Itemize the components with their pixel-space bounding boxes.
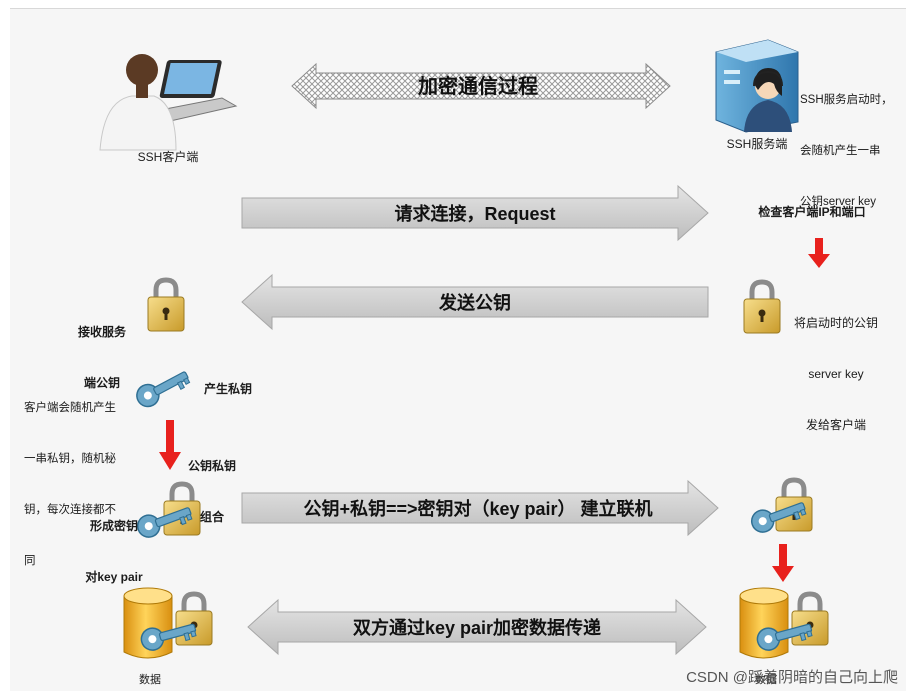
red-arrow-combine — [159, 420, 181, 470]
combine-keys-line: 公钥私钥 — [187, 459, 236, 473]
server-send-key-line: server key — [808, 367, 864, 381]
server-send-key-line: 发给客户端 — [805, 418, 866, 432]
watermark: CSDN @踩着阴暗的自己向上爬 — [686, 669, 898, 686]
client-user-icon — [99, 54, 238, 151]
client-keypair-note: 形成密钥 对key pair — [80, 484, 148, 603]
private-key-icon — [132, 364, 193, 412]
client-label: SSH客户端 — [138, 149, 199, 164]
red-arrow-server-data — [772, 544, 794, 582]
client-receive-key-line: 接收服务 — [77, 325, 126, 339]
client-keypair-line: 对key pair — [85, 570, 143, 584]
server-icon — [715, 39, 799, 133]
combine-keys-line: 组合 — [199, 510, 224, 524]
server-start-note-line: SSH服务启动时， — [800, 94, 893, 106]
server-data-label: 数据 — [755, 672, 777, 686]
server-key-lock-icon — [744, 282, 780, 333]
server-send-key-line: 将启动时的公钥 — [793, 316, 878, 330]
request-arrow — [241, 184, 709, 242]
red-arrow-check-to-send — [808, 238, 830, 268]
client-private-key-line: 客户端会随机产生 — [24, 402, 116, 414]
server-send-key-note: 将启动时的公钥 server key 发给客户端 — [788, 281, 884, 451]
server-start-note-line: 会随机产生一串 — [800, 145, 881, 157]
send-key-arrow — [241, 273, 709, 331]
keypair-label: 公钥+私钥==>密钥对（key pair） 建立联机 — [303, 498, 652, 519]
server-label: SSH服务端 — [727, 136, 788, 151]
client-private-key-line: 钥，每次连接都不 — [24, 504, 116, 516]
server-data-lock-icon — [792, 594, 828, 645]
server-start-note: SSH服务启动时， 会随机产生一串 公钥server key — [800, 58, 893, 228]
client-private-key-line: 同 — [24, 555, 36, 567]
check-ip-note: 检查客户端IP和端口 — [758, 204, 865, 219]
client-keypair-line: 形成密钥 — [89, 519, 138, 533]
client-data-lock-icon — [176, 594, 212, 645]
header-title: 加密通信过程 — [417, 74, 538, 98]
combine-keys-note: 公钥私钥 组合 — [186, 424, 238, 543]
server-start-note-line: 公钥server key — [800, 196, 877, 208]
client-private-key-note: 客户端会随机产生 一串私钥，随机秘 钥，每次连接都不 同 — [24, 366, 116, 587]
transfer-label: 双方通过key pair加密数据传递 — [353, 617, 601, 638]
client-data-label: 数据 — [139, 672, 161, 686]
keypair-arrow — [241, 479, 719, 537]
header-double-arrow — [291, 62, 671, 110]
client-private-key-line: 一串私钥，随机秘 — [24, 453, 116, 465]
client-receive-key-line: 端公钥 — [83, 376, 120, 390]
send-key-label: 发送公钥 — [438, 292, 511, 313]
transfer-double-arrow — [247, 598, 707, 656]
client-received-lock-icon — [148, 280, 184, 331]
request-label: 请求连接，Request — [394, 203, 555, 224]
generate-private-key-label: 产生私钥 — [204, 382, 253, 396]
client-receive-key-note: 接收服务 端公钥 — [70, 290, 134, 409]
